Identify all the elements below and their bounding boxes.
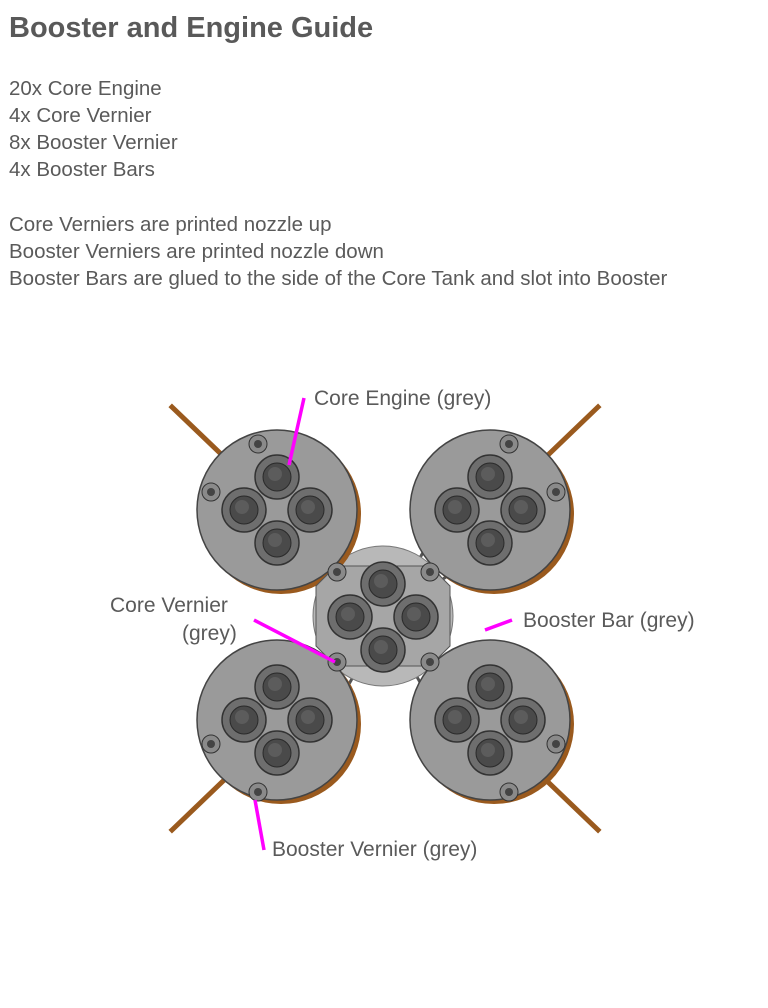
label-booster-vernier: Booster Vernier (grey) xyxy=(272,838,478,861)
core-engine-nozzle-inner xyxy=(268,677,282,691)
label-core-vernier: Core Vernier xyxy=(110,594,228,617)
core-engine-nozzle-inner xyxy=(235,500,249,514)
booster-rod xyxy=(168,403,226,459)
core-engine-nozzle-inner xyxy=(514,710,528,724)
booster-vernier-hole xyxy=(552,740,560,748)
leader-line xyxy=(484,618,513,632)
part-count-booster-bars: 4x Booster Bars xyxy=(9,158,155,181)
core-engine-nozzle-inner xyxy=(235,710,249,724)
booster-vernier-hole xyxy=(254,788,262,796)
note-booster-bars: Booster Bars are glued to the side of th… xyxy=(9,267,668,290)
part-count-booster-vernier: 8x Booster Vernier xyxy=(9,131,178,154)
core-engine-nozzle-inner xyxy=(481,677,495,691)
core-engine-nozzle-inner xyxy=(448,500,462,514)
core-engine-nozzle-inner xyxy=(301,500,315,514)
core-engine-nozzle-inner xyxy=(514,500,528,514)
booster-rod xyxy=(544,403,602,459)
booster-vernier-hole xyxy=(254,440,262,448)
booster-vernier-hole xyxy=(505,788,513,796)
core-vernier-hole xyxy=(426,658,434,666)
core-engine-nozzle-inner xyxy=(374,574,388,588)
core-engine-nozzle-inner xyxy=(407,607,421,621)
core-engine-nozzle-inner xyxy=(481,533,495,547)
core-engine-nozzle-inner xyxy=(268,467,282,481)
note-booster-verniers: Booster Verniers are printed nozzle down xyxy=(9,240,384,263)
booster-rod xyxy=(544,778,602,834)
label-core-engine: Core Engine (grey) xyxy=(314,387,492,410)
core-engine-nozzle-inner xyxy=(301,710,315,724)
label-core-vernier-grey: (grey) xyxy=(182,622,237,645)
booster-plate xyxy=(196,639,358,801)
page-title: Booster and Engine Guide xyxy=(9,12,374,44)
core-vernier-hole xyxy=(333,658,341,666)
booster-plate xyxy=(196,429,358,591)
core-engine-nozzle-inner xyxy=(481,467,495,481)
booster-vernier-hole xyxy=(207,740,215,748)
booster-plate xyxy=(409,639,571,801)
leader-line xyxy=(287,397,306,466)
core-engine-nozzle-inner xyxy=(268,533,282,547)
label-booster-bar: Booster Bar (grey) xyxy=(523,609,695,632)
booster-vernier-hole xyxy=(552,488,560,496)
core-engine-nozzle-inner xyxy=(341,607,355,621)
core-engine-nozzle-inner xyxy=(374,640,388,654)
core-vernier-hole xyxy=(426,568,434,576)
core-engine-nozzle-inner xyxy=(268,743,282,757)
part-count-core-engine: 20x Core Engine xyxy=(9,77,162,100)
core-engine-nozzle-inner xyxy=(448,710,462,724)
booster-vernier-hole xyxy=(207,488,215,496)
leader-line xyxy=(253,799,266,851)
leader-line xyxy=(253,618,336,664)
part-count-core-vernier: 4x Core Vernier xyxy=(9,104,152,127)
core-engine-nozzle-inner xyxy=(481,743,495,757)
booster-vernier-hole xyxy=(505,440,513,448)
note-core-verniers: Core Verniers are printed nozzle up xyxy=(9,213,332,236)
booster-rod xyxy=(168,778,226,834)
core-vernier-hole xyxy=(333,568,341,576)
booster-plate xyxy=(409,429,571,591)
